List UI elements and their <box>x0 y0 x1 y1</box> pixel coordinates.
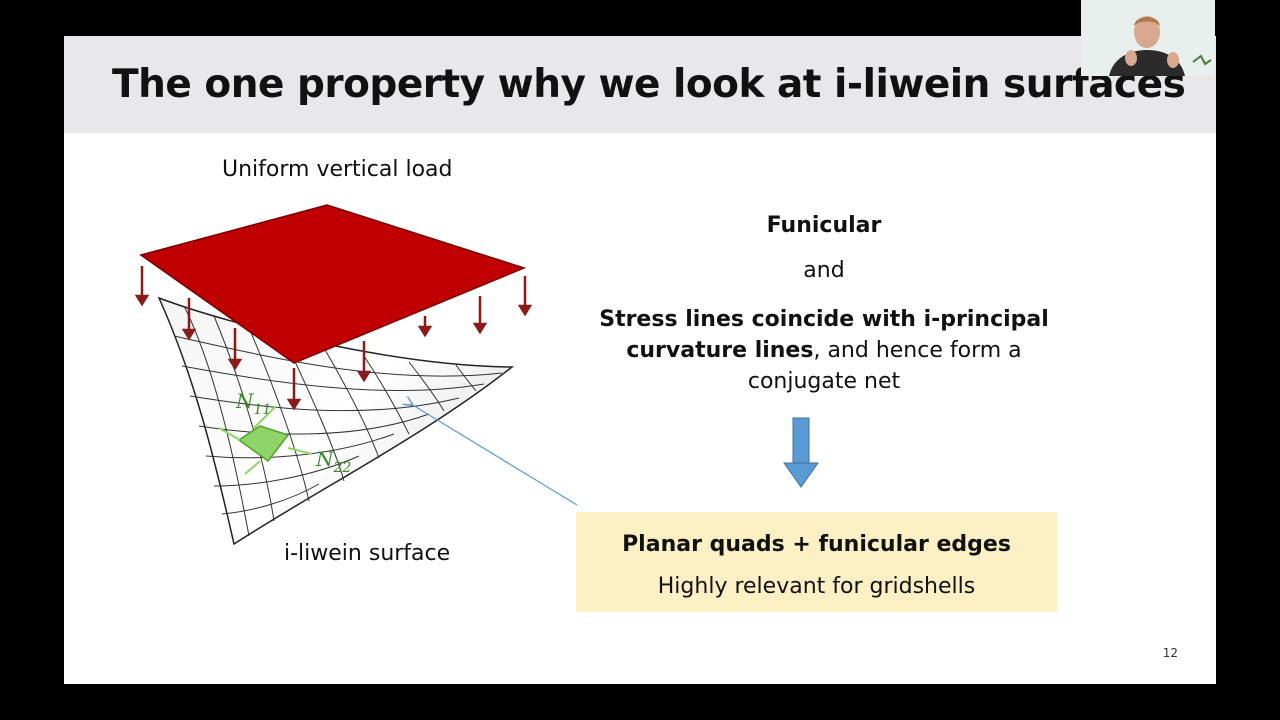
summary-subtitle: Highly relevant for gridshells <box>657 574 976 599</box>
slide: The one property why we look at i-liwein… <box>64 36 1216 684</box>
force-label-n11: N11 <box>235 389 271 418</box>
pointer-line <box>411 404 578 506</box>
load-plane <box>139 204 527 364</box>
presenter-silhouette <box>1081 0 1215 76</box>
stress-text: Stress lines coincide with i-principal c… <box>574 304 1074 397</box>
load-label: Uniform vertical load <box>222 157 453 182</box>
force-label-n22: N22 <box>315 447 351 476</box>
slide-title: The one property why we look at i-liwein… <box>112 62 1186 107</box>
funicular-text: Funicular <box>766 213 882 238</box>
stress-rest: , and hence form a <box>813 338 1022 363</box>
surface-label: i-liwein surface <box>284 541 451 566</box>
stress-bold-1: Stress lines coincide with i-principal <box>599 307 1049 332</box>
load-arrows <box>134 266 533 411</box>
stress-bold-2: curvature lines <box>626 338 814 363</box>
summary-title: Planar quads + funicular edges <box>622 532 1011 557</box>
surface-figure: N11 N22 <box>134 204 819 546</box>
stress-line3: conjugate net <box>747 369 901 394</box>
summary-box: Planar quads + funicular edges Highly re… <box>576 512 1057 612</box>
down-arrow-icon <box>783 417 819 488</box>
page-number: 12 <box>1162 646 1178 660</box>
title-bar: The one property why we look at i-liwein… <box>64 36 1216 133</box>
stress-element <box>218 405 313 475</box>
presenter-webcam <box>1081 0 1215 76</box>
and-text: and <box>803 258 845 283</box>
